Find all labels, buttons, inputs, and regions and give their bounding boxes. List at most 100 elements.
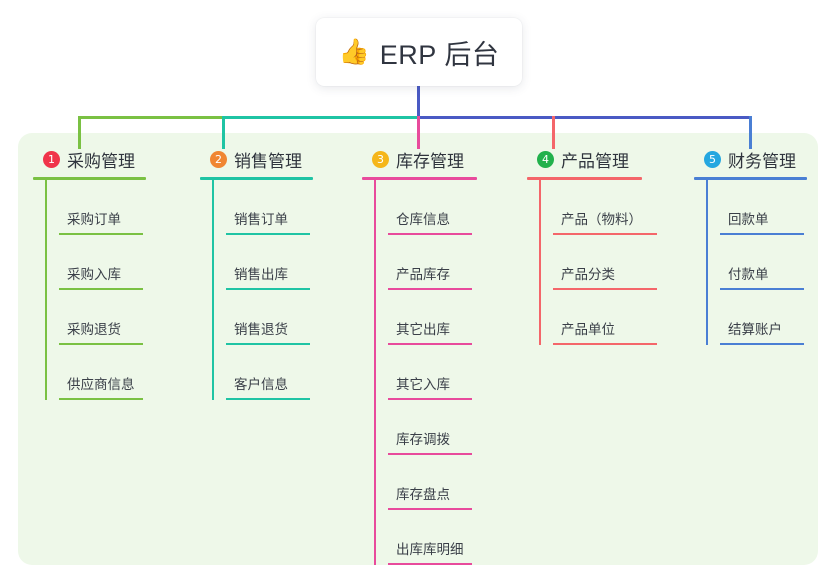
menu-item-label: 库存调拨 <box>396 432 450 447</box>
menu-item-underline <box>59 398 143 400</box>
menu-item-label: 产品单位 <box>561 322 615 337</box>
connector-drop-col1-green <box>78 116 81 149</box>
menu-item[interactable]: 产品（物料） <box>541 180 657 235</box>
menu-item-label: 销售退货 <box>234 322 288 337</box>
menu-item[interactable]: 销售出库 <box>214 235 313 290</box>
menu-item[interactable]: 回款单 <box>708 180 807 235</box>
category-badge-3: 3 <box>372 150 389 168</box>
menu-item[interactable]: 采购订单 <box>47 180 146 235</box>
menu-item-underline <box>720 233 804 235</box>
category-spine-3 <box>374 180 376 565</box>
category-header-1[interactable]: 1 采购管理 <box>33 146 146 172</box>
menu-item-label: 其它出库 <box>396 322 450 337</box>
category-header-2[interactable]: 2 销售管理 <box>200 146 313 172</box>
menu-item[interactable]: 库存调拨 <box>376 400 477 455</box>
category-title-1: 采购管理 <box>67 151 135 171</box>
connector-bus-teal <box>222 116 418 119</box>
menu-item-underline <box>388 288 472 290</box>
menu-item-label: 库存盘点 <box>396 487 450 502</box>
category-spine-2 <box>212 180 214 400</box>
menu-item[interactable]: 客户信息 <box>214 345 313 400</box>
category-items-2: 销售订单销售出库销售退货客户信息 <box>200 180 313 400</box>
category-items-3: 仓库信息产品库存其它出库其它入库库存调拨库存盘点出库库明细 <box>362 180 477 565</box>
category-badge-1: 1 <box>43 150 60 168</box>
connector-drop-col3-pink <box>417 116 420 149</box>
category-items-4: 产品（物料） 产品分类产品单位 <box>527 180 657 345</box>
menu-item-underline <box>226 398 310 400</box>
category-spine-5 <box>706 180 708 345</box>
menu-item-underline <box>59 343 143 345</box>
menu-item[interactable]: 产品分类 <box>541 235 657 290</box>
menu-item-underline <box>226 343 310 345</box>
root-node-erp-backend[interactable]: 👍 ERP 后台 <box>316 18 522 86</box>
menu-item[interactable]: 其它入库 <box>376 345 477 400</box>
connector-drop-col5-blue <box>749 116 752 149</box>
menu-item-underline <box>59 288 143 290</box>
menu-item-underline <box>720 288 804 290</box>
root-node-title: ERP 后台 <box>379 39 500 70</box>
category-badge-5: 5 <box>704 150 721 168</box>
category-column-2: 2 销售管理销售订单销售出库销售退货客户信息 <box>200 146 313 400</box>
menu-item-label: 仓库信息 <box>396 212 450 227</box>
menu-item-label: 采购入库 <box>67 267 121 282</box>
menu-item[interactable]: 销售订单 <box>214 180 313 235</box>
diagram-background-panel <box>18 133 818 565</box>
menu-item-label: 采购订单 <box>67 212 121 227</box>
category-spine-4 <box>539 180 541 345</box>
menu-item-label: 产品（物料） <box>561 212 642 227</box>
connector-drop-col4-red <box>552 116 555 149</box>
menu-item[interactable]: 库存盘点 <box>376 455 477 510</box>
menu-item[interactable]: 其它出库 <box>376 290 477 345</box>
menu-item[interactable]: 供应商信息 <box>47 345 146 400</box>
menu-item-label: 出库库明细 <box>396 542 464 557</box>
connector-drop-col2-teal <box>222 116 225 149</box>
category-badge-2: 2 <box>210 150 227 168</box>
menu-item[interactable]: 结算账户 <box>708 290 807 345</box>
menu-item-label: 付款单 <box>728 267 769 282</box>
menu-item-underline <box>720 343 804 345</box>
menu-item-underline <box>226 288 310 290</box>
menu-item-underline <box>388 233 472 235</box>
menu-item[interactable]: 采购入库 <box>47 235 146 290</box>
menu-item-underline <box>553 233 657 235</box>
category-header-4[interactable]: 4 产品管理 <box>527 146 642 172</box>
menu-item[interactable]: 付款单 <box>708 235 807 290</box>
menu-item-underline <box>59 233 143 235</box>
menu-item[interactable]: 产品库存 <box>376 235 477 290</box>
thumbs-up-icon: 👍 <box>338 37 370 66</box>
menu-item[interactable]: 销售退货 <box>214 290 313 345</box>
connector-bus-blue <box>417 116 751 119</box>
category-title-2: 销售管理 <box>234 151 302 171</box>
menu-item[interactable]: 产品单位 <box>541 290 657 345</box>
menu-item[interactable]: 出库库明细 <box>376 510 477 565</box>
menu-item-label: 客户信息 <box>234 377 288 392</box>
menu-item-label: 回款单 <box>728 212 769 227</box>
category-items-5: 回款单付款单结算账户 <box>694 180 807 345</box>
category-items-1: 采购订单采购入库采购退货供应商信息 <box>33 180 146 400</box>
category-underline-2 <box>200 177 313 180</box>
connector-bus-green <box>78 116 223 119</box>
menu-item-underline <box>553 343 657 345</box>
category-underline-3 <box>362 177 477 180</box>
menu-item-label: 其它入库 <box>396 377 450 392</box>
menu-item-label: 结算账户 <box>728 322 782 337</box>
category-underline-1 <box>33 177 146 180</box>
category-title-4: 产品管理 <box>561 151 629 171</box>
menu-item-underline <box>388 453 472 455</box>
category-column-1: 1 采购管理采购订单采购入库采购退货供应商信息 <box>33 146 146 400</box>
category-spine-1 <box>45 180 47 400</box>
menu-item-label: 产品库存 <box>396 267 450 282</box>
menu-item-underline <box>553 288 657 290</box>
menu-item[interactable]: 仓库信息 <box>376 180 477 235</box>
menu-item[interactable]: 采购退货 <box>47 290 146 345</box>
menu-item-underline <box>226 233 310 235</box>
menu-item-underline <box>388 398 472 400</box>
menu-item-underline <box>388 563 472 565</box>
menu-item-label: 采购退货 <box>67 322 121 337</box>
category-badge-4: 4 <box>537 150 554 168</box>
